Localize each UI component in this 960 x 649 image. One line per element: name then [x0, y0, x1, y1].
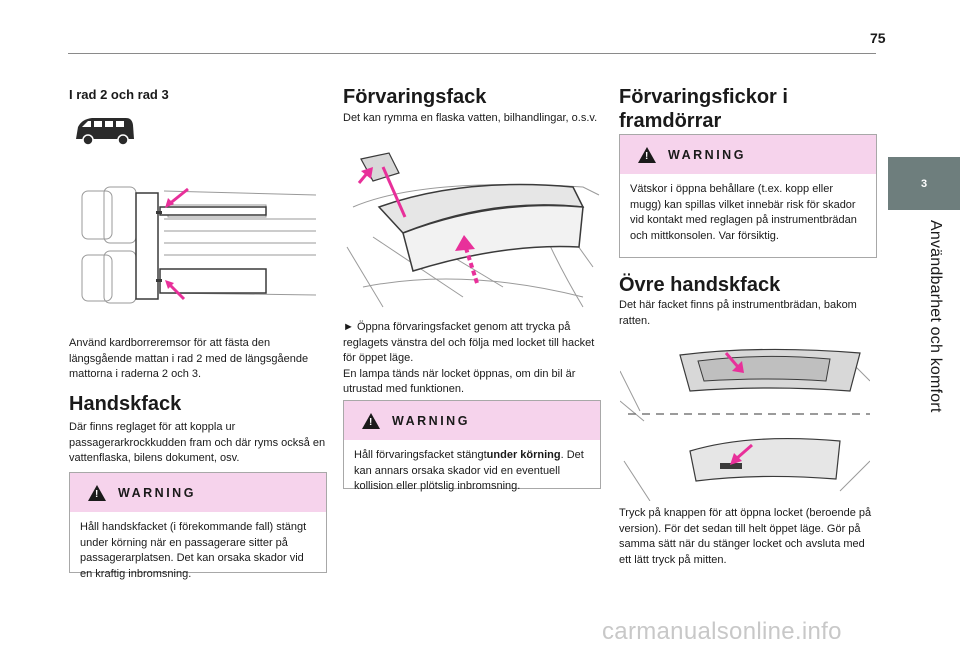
row-subheading: I rad 2 och rad 3	[69, 87, 169, 102]
row-intro: Använd kardborreremsor för att fästa den…	[69, 337, 309, 380]
watermark: carmanualsonline.info	[602, 618, 842, 645]
warning-box-3: ! WARNING Vätskor i öppna behållare (t.e…	[619, 134, 877, 258]
forvaringsfack-instruction: ► Öppna förvaringsfacket genom att tryck…	[343, 321, 595, 395]
warning-icon: !	[362, 412, 380, 429]
handskfack-body: Där finns reglaget för att koppla ur pas…	[69, 421, 326, 464]
chapter-label: Användbarhet och komfort	[927, 220, 944, 413]
warning-box-1: ! WARNING Håll handskfacket (i förekomma…	[69, 472, 327, 580]
forvaringsfack-body: Det kan rymma en flaska vatten, bilhandl…	[343, 112, 598, 124]
header-rule	[68, 53, 876, 54]
section-handskfack: Handskfack	[69, 393, 182, 415]
ovre-handskfack-body: Det här facket finns på instrumentbrädan…	[619, 299, 857, 327]
chapter-tab[interactable]: 3	[888, 157, 960, 210]
van-icon	[76, 118, 134, 146]
warning-box-2: ! WARNING Håll förvaringsfacket stängtun…	[343, 400, 601, 492]
section-forvaringsfickor: Förvaringsfickor i framdörrar	[619, 86, 788, 132]
ovre-handskfack-instruction: Tryck på knappen för att öppna locket (b…	[619, 507, 872, 566]
warning-icon: !	[88, 484, 106, 501]
glovebox-illustration	[346, 152, 600, 308]
page-number: 75	[870, 30, 886, 46]
section-forvaringsfack: Förvaringsfack	[343, 86, 487, 108]
floor-mat-diagram	[81, 186, 317, 304]
section-ovre-handskfack: Övre handskfack	[619, 274, 781, 296]
upper-glovebox-illustration	[620, 348, 870, 501]
warning-icon: !	[638, 146, 656, 163]
